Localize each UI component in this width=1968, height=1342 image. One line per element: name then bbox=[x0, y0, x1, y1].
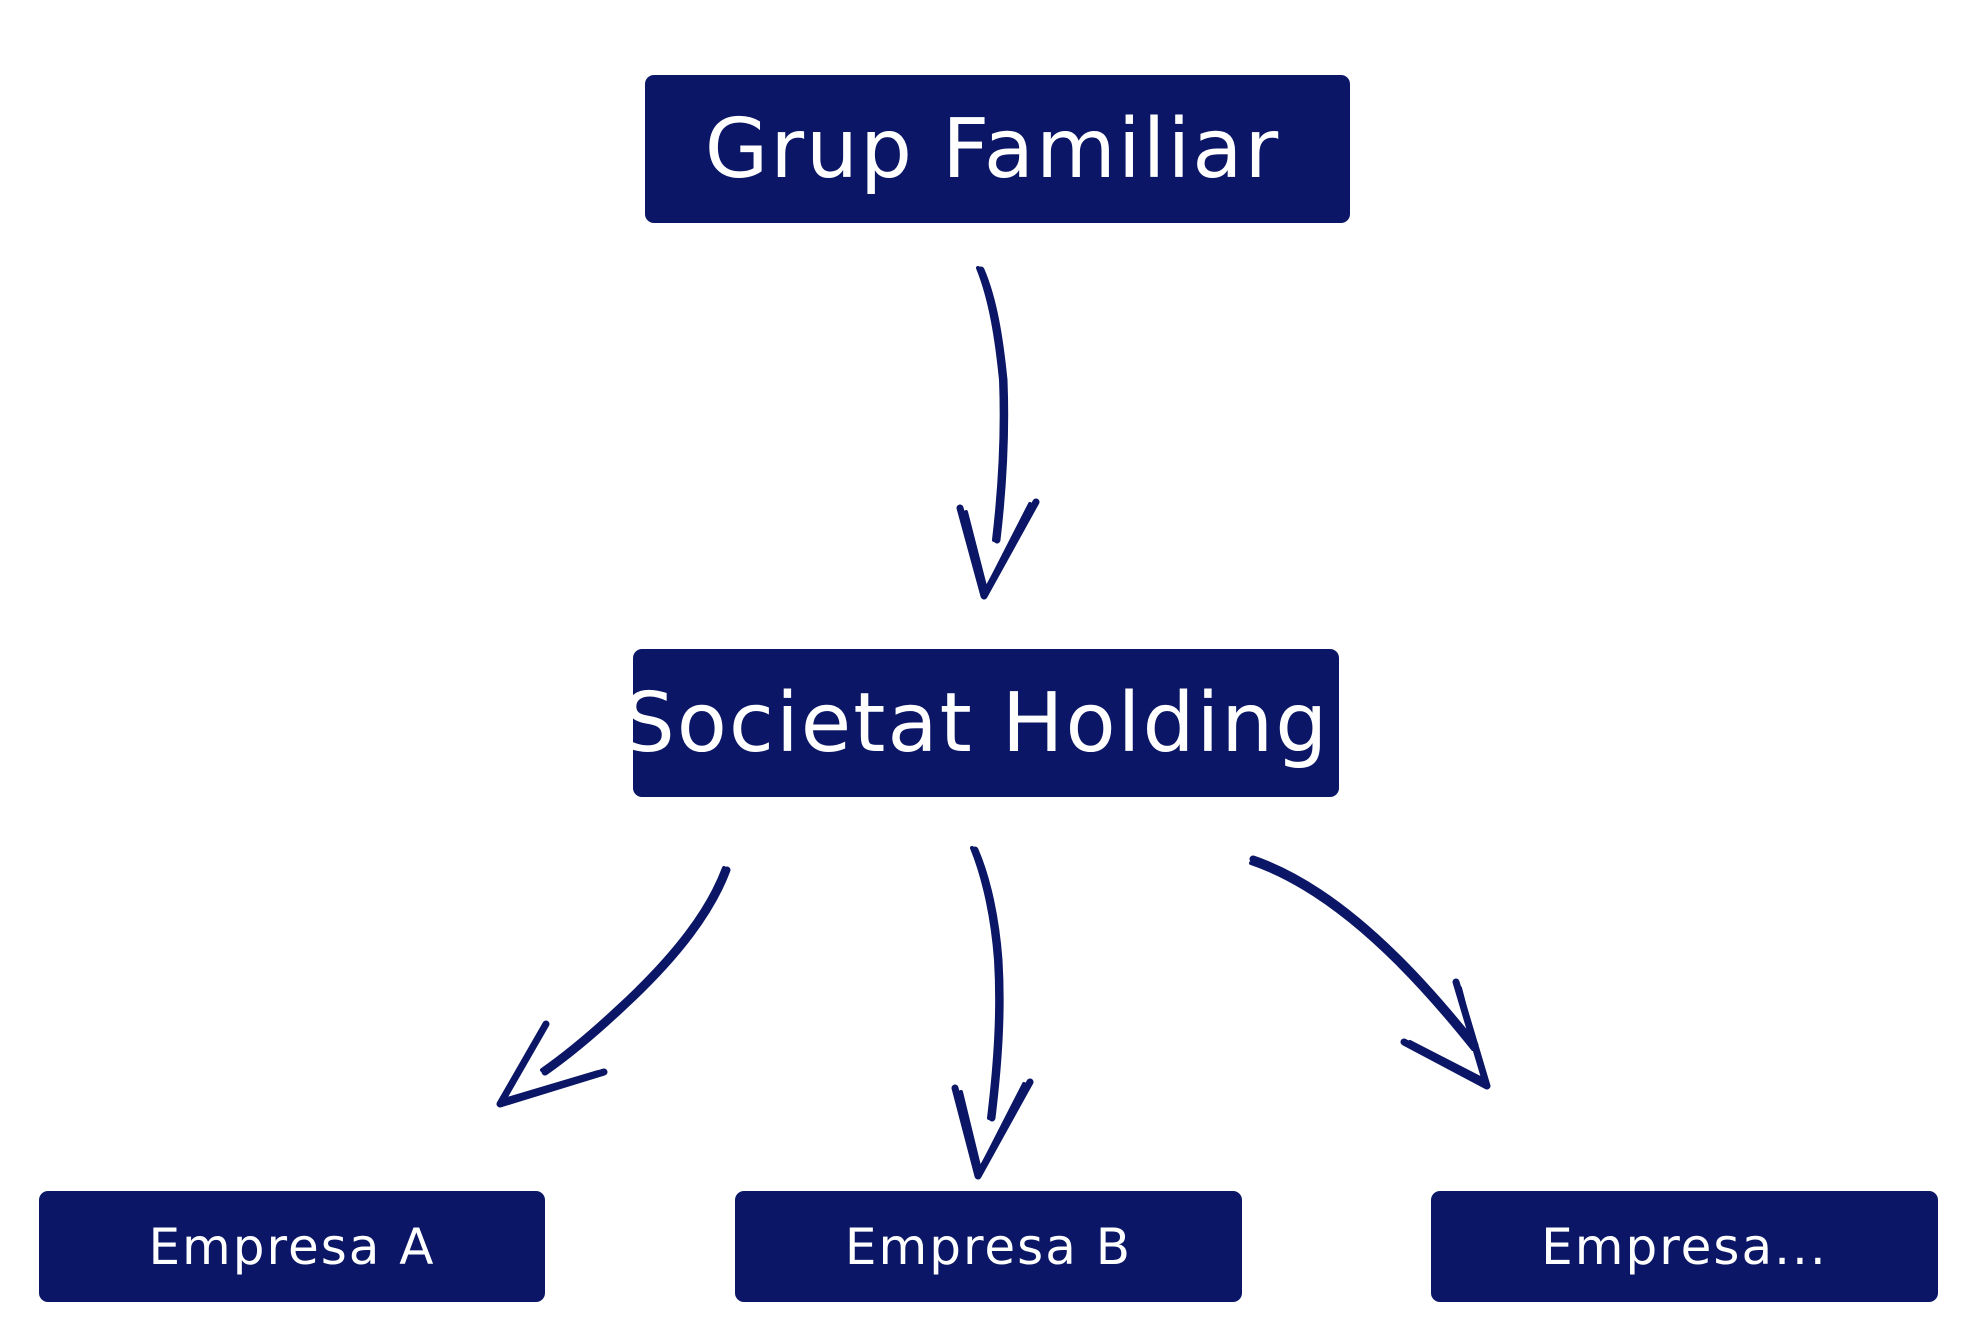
node-empresa-a: Empresa A bbox=[39, 1191, 545, 1302]
node-societat-holding-label: Societat Holding bbox=[622, 675, 1330, 771]
arrow-holding-to-a bbox=[496, 866, 731, 1108]
node-empresa-other: Empresa... bbox=[1431, 1191, 1938, 1302]
node-empresa-a-label: Empresa A bbox=[148, 1217, 436, 1276]
arrow-holding-to-c bbox=[1249, 855, 1491, 1090]
node-empresa-b: Empresa B bbox=[735, 1191, 1242, 1302]
arrow-holding-to-b bbox=[951, 846, 1034, 1180]
node-grup-familiar: Grup Familiar bbox=[645, 75, 1350, 223]
node-societat-holding: Societat Holding bbox=[623, 649, 1339, 797]
arrow-top-to-holding bbox=[956, 266, 1040, 600]
node-empresa-b-label: Empresa B bbox=[844, 1217, 1133, 1276]
node-empresa-other-label: Empresa... bbox=[1541, 1217, 1828, 1276]
node-grup-familiar-label: Grup Familiar bbox=[704, 101, 1281, 197]
